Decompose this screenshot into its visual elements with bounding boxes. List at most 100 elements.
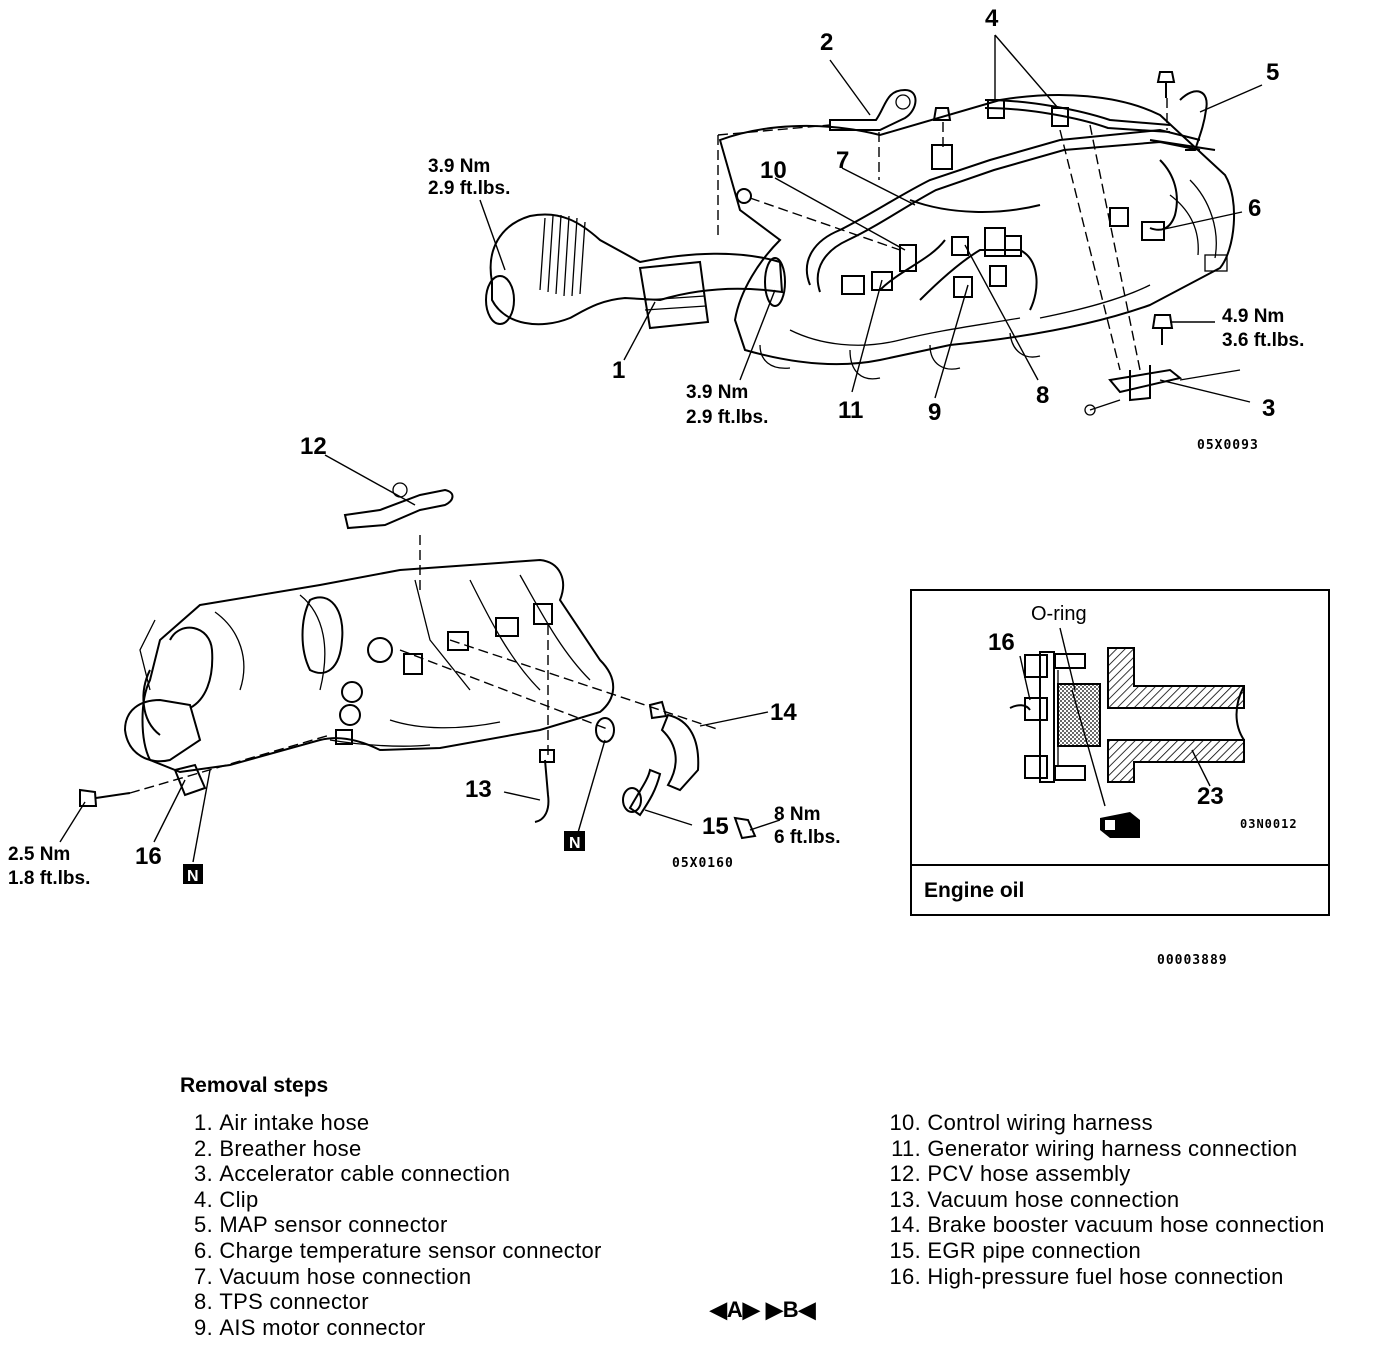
removal-step: 15. EGR pipe connection xyxy=(876,1238,1367,1264)
step-number: 8. xyxy=(194,1289,213,1315)
torque-intake-upper-ftlbs: 2.9 ft.lbs. xyxy=(428,178,510,199)
step-text: EGR pipe connection xyxy=(927,1237,1142,1263)
n-marker-right: N xyxy=(564,831,585,852)
step-number: 4. xyxy=(194,1186,213,1212)
step-number: 14. xyxy=(889,1212,921,1238)
removal-step: 5. MAP sensor connector xyxy=(180,1212,602,1238)
top-figure-code: 05X0093 xyxy=(1197,438,1259,453)
removal-step: 14. Brake booster vacuum hose connection xyxy=(876,1212,1367,1238)
step-text: Clip xyxy=(219,1186,259,1212)
callout-15: 15 xyxy=(702,813,729,840)
callout-13: 13 xyxy=(465,776,492,803)
callout-14: 14 xyxy=(770,699,797,726)
detail-callout-16: 16 xyxy=(988,629,1015,656)
step-number: 16. xyxy=(889,1263,921,1289)
removal-step: 8. TPS connector xyxy=(180,1289,602,1315)
removal-step: 9. AIS motor connector xyxy=(180,1315,602,1341)
callout-4: 4 xyxy=(985,5,999,32)
step-text: Vacuum hose connection xyxy=(927,1186,1180,1212)
step-number: 11. xyxy=(891,1135,921,1161)
torque-intake-lower-ftlbs: 2.9 ft.lbs. xyxy=(686,407,768,428)
removal-step: 6. Charge temperature sensor connector xyxy=(180,1238,602,1264)
n-marker-left: N xyxy=(183,864,203,885)
n-marker-right-text: N xyxy=(569,835,581,852)
n-marker-left-text: N xyxy=(187,868,199,885)
callout-5: 5 xyxy=(1266,59,1279,86)
step-number: 5. xyxy=(194,1212,213,1238)
removal-step: 16. High-pressure fuel hose connection xyxy=(876,1264,1367,1290)
torque-right-ftlbs: 6 ft.lbs. xyxy=(774,827,841,848)
intake-manifold xyxy=(123,558,615,774)
callout-6: 6 xyxy=(1248,195,1261,222)
step-text: MAP sensor connector xyxy=(219,1212,448,1238)
step-text: TPS connector xyxy=(219,1289,369,1315)
callout-10: 10 xyxy=(760,157,787,184)
removal-step: 4. Clip xyxy=(180,1187,602,1213)
removal-step: 1. Air intake hose xyxy=(180,1110,602,1136)
detail-caption: Engine oil xyxy=(924,879,1024,902)
removal-step: 2. Breather hose xyxy=(180,1136,602,1162)
step-text: Air intake hose xyxy=(219,1110,370,1135)
removal-step: 10. Control wiring harness xyxy=(876,1110,1367,1136)
callout-3: 3 xyxy=(1262,395,1275,422)
pcv-hose xyxy=(343,482,454,530)
step-number: 7. xyxy=(194,1263,213,1289)
step-text: Accelerator cable connection xyxy=(219,1161,511,1187)
connectors xyxy=(736,99,1165,298)
top-figure xyxy=(479,34,1263,416)
removal-step: 13. Vacuum hose connection xyxy=(876,1187,1367,1213)
torque-right-nm: 8 Nm xyxy=(774,804,820,825)
callout-12: 12 xyxy=(300,433,327,460)
step-text: High-pressure fuel hose connection xyxy=(927,1263,1284,1289)
callout-8: 8 xyxy=(1036,382,1049,409)
torque-left-ftlbs: 1.8 ft.lbs. xyxy=(8,868,90,889)
callout-16: 16 xyxy=(135,843,162,870)
callout-1: 1 xyxy=(612,357,625,384)
callout-2: 2 xyxy=(820,29,833,56)
detail-box xyxy=(910,589,1330,916)
intake-plenum xyxy=(718,94,1235,380)
step-number: 9. xyxy=(194,1314,213,1340)
step-number: 1. xyxy=(194,1110,213,1135)
bottom-figure xyxy=(59,454,781,863)
air-intake-hose xyxy=(485,213,786,330)
accelerator-bracket xyxy=(1084,365,1241,416)
removal-steps-title: Removal steps xyxy=(180,1074,329,1097)
oring-label: O-ring xyxy=(1031,603,1087,625)
bolts-top xyxy=(932,71,1176,345)
torque-intake-lower-nm: 3.9 Nm xyxy=(686,382,748,403)
procedure-markers: ◀A▶ ▶B◀ xyxy=(710,1297,816,1322)
step-text: Control wiring harness xyxy=(927,1110,1153,1135)
step-number: 15. xyxy=(889,1237,921,1263)
brake-booster-hose xyxy=(648,700,757,840)
callout-7: 7 xyxy=(836,147,849,174)
step-number: 13. xyxy=(889,1186,921,1212)
step-text: Charge temperature sensor connector xyxy=(219,1237,602,1263)
step-text: AIS motor connector xyxy=(219,1314,426,1340)
torque-bracket-nm: 4.9 Nm xyxy=(1222,306,1284,327)
removal-step: 3. Accelerator cable connection xyxy=(180,1161,602,1187)
torque-bracket-ftlbs: 3.6 ft.lbs. xyxy=(1222,330,1304,351)
sheet-code: 00003889 xyxy=(1157,953,1228,968)
bottom-connectors xyxy=(335,603,553,745)
step-text: PCV hose assembly xyxy=(927,1161,1131,1187)
step-text: Vacuum hose connection xyxy=(219,1263,472,1289)
torque-intake-upper-nm: 3.9 Nm xyxy=(428,156,490,177)
step-number: 12. xyxy=(889,1161,921,1187)
removal-step: 11. Generator wiring harness connection xyxy=(876,1136,1367,1162)
step-text: Brake booster vacuum hose connection xyxy=(927,1212,1325,1238)
removal-step: 7. Vacuum hose connection xyxy=(180,1264,602,1290)
pipe-section xyxy=(1107,647,1245,783)
callout-9: 9 xyxy=(928,399,941,426)
breather-hose xyxy=(829,88,917,131)
step-number: 3. xyxy=(194,1161,213,1187)
detail-callout-23: 23 xyxy=(1197,783,1224,810)
bottom-figure-code: 05X0160 xyxy=(672,856,734,871)
removal-step: 12. PCV hose assembly xyxy=(876,1161,1367,1187)
callout-11: 11 xyxy=(838,397,863,424)
step-number: 6. xyxy=(194,1237,213,1263)
